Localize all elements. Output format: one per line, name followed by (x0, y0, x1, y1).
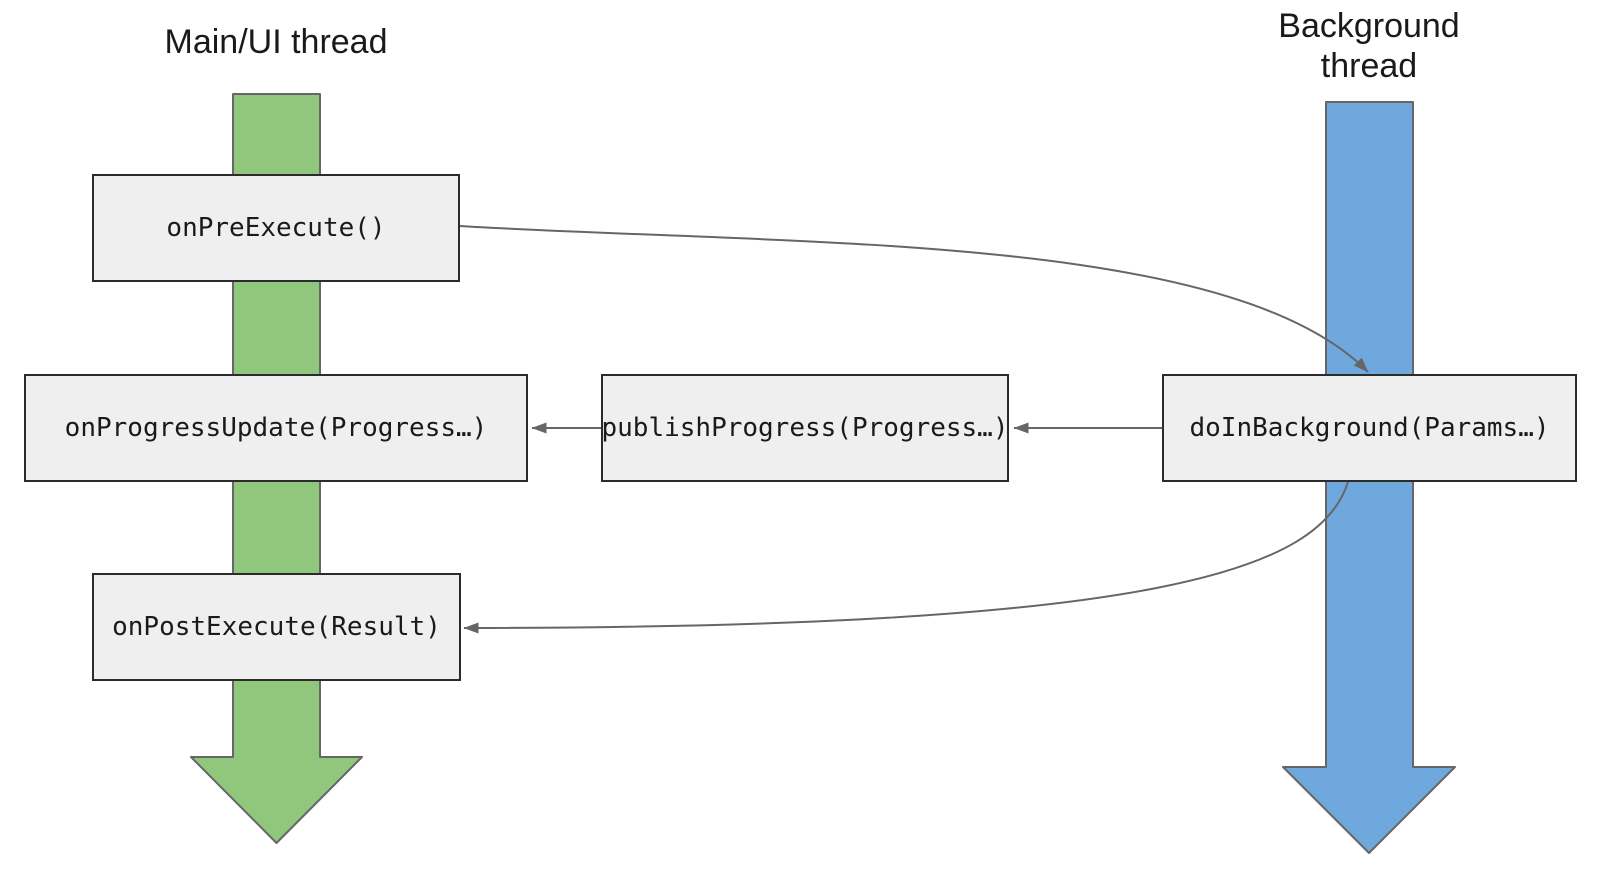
node-onProgressUpdate: onProgressUpdate(Progress…) (24, 374, 528, 482)
background-thread-title: Background thread (1278, 7, 1460, 85)
edge-doInBackground-to-onPostExecute (463, 481, 1349, 634)
node-publishProgress: publishProgress(Progress…) (601, 374, 1009, 482)
edge-onPreExecute-to-doInBackground (458, 225, 1369, 373)
node-doInBackground: doInBackground(Params…) (1162, 374, 1577, 482)
node-onPostExecute: onPostExecute(Result) (92, 573, 461, 681)
main-thread-title: Main/UI thread (164, 23, 388, 61)
node-onPreExecute: onPreExecute() (92, 174, 460, 282)
